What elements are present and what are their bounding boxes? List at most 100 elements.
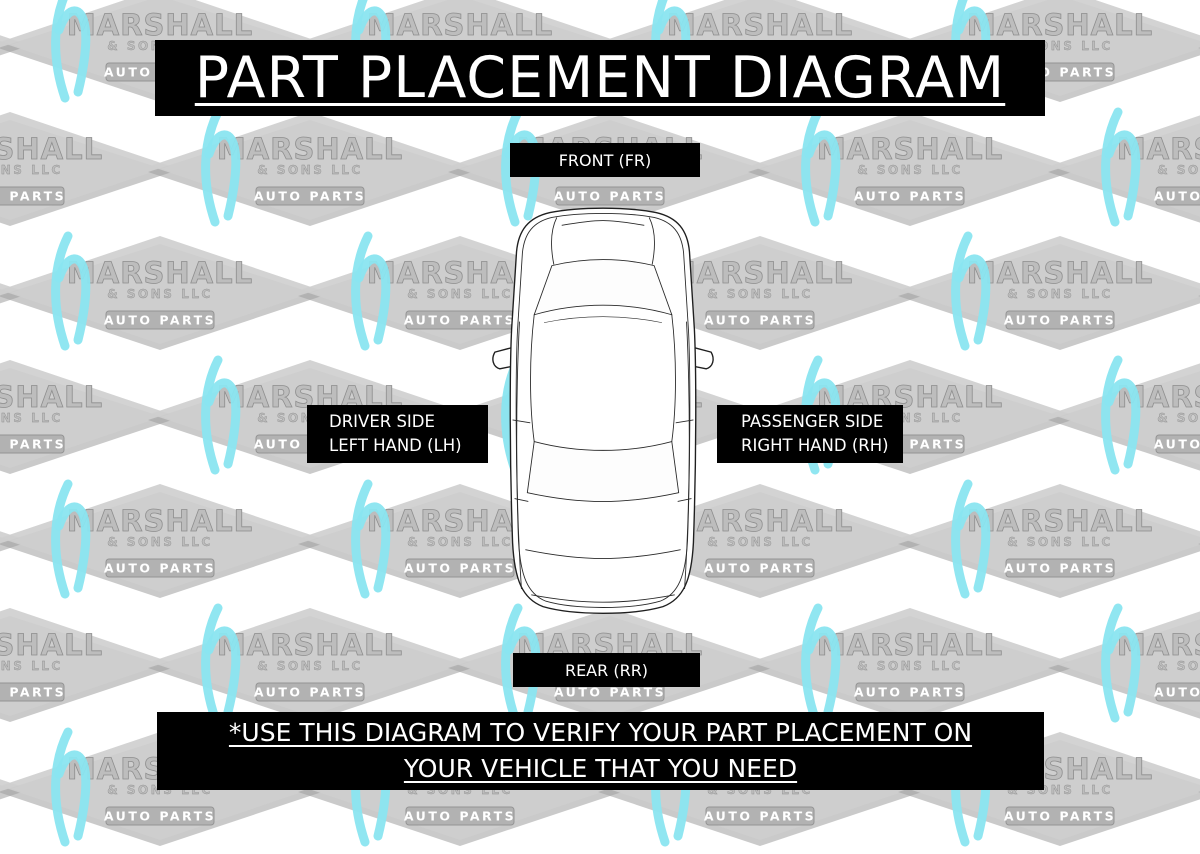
marshall-watermark: MARSHALL & SONS LLC AUTO PARTS bbox=[148, 107, 472, 227]
watermark-bar bbox=[705, 806, 815, 826]
watermark-swoosh-icon bbox=[951, 231, 973, 351]
watermark-swoosh-icon bbox=[504, 626, 541, 717]
watermark-swoosh-icon bbox=[51, 0, 70, 103]
marshall-watermark: MARSHALL & SONS LLC AUTO PARTS bbox=[748, 107, 1072, 227]
watermark-bar-text: AUTO PARTS bbox=[554, 685, 666, 700]
watermark-bar-text: AUTO PARTS bbox=[254, 189, 366, 204]
watermark-brand-text: MARSHALL bbox=[0, 628, 103, 662]
watermark-swoosh-icon bbox=[54, 6, 91, 97]
label-layer: PART PLACEMENT DIAGRAM FRONT (FR) DRIVER… bbox=[155, 40, 1045, 790]
watermark-swoosh-icon bbox=[951, 479, 973, 599]
watermark-swoosh-icon bbox=[1101, 603, 1123, 723]
marshall-watermark: MARSHALL & SONS LLC AUTO PARTS bbox=[748, 603, 1072, 723]
watermark-bar bbox=[1155, 682, 1200, 702]
marshall-watermark: MARSHALL & SONS LLC AUTO PARTS bbox=[148, 603, 472, 723]
watermark-sub-text: & SONS LLC bbox=[707, 287, 812, 301]
title-banner: PART PLACEMENT DIAGRAM bbox=[155, 40, 1045, 116]
watermark-bar bbox=[855, 186, 965, 206]
watermark-bar bbox=[855, 682, 965, 702]
footer-note-line1: *USE THIS DIAGRAM TO VERIFY YOUR PART PL… bbox=[228, 717, 973, 747]
watermark-brand-text: MARSHALL bbox=[817, 132, 1003, 166]
watermark-swoosh-icon bbox=[54, 254, 91, 345]
watermark-brand-text: MARSHALL bbox=[217, 132, 403, 166]
watermark-bar-text: AUTO PARTS bbox=[854, 685, 966, 700]
watermark-swoosh-icon bbox=[501, 107, 523, 227]
driver-label-line1: DRIVER SIDE bbox=[329, 412, 435, 432]
watermark-bar-text: AUTO PARTS bbox=[1004, 561, 1116, 576]
rear-label: REAR (RR) bbox=[513, 653, 700, 687]
watermark-brand-text: MARSHALL bbox=[67, 504, 253, 538]
watermark-swoosh-icon bbox=[354, 254, 391, 345]
watermark-brand-text: MARSHALL bbox=[817, 628, 1003, 662]
watermark-bar bbox=[0, 186, 65, 206]
watermark-brand-text: MARSHALL bbox=[0, 380, 103, 414]
watermark-bar bbox=[105, 310, 215, 330]
watermark-diamond bbox=[900, 732, 1200, 840]
watermark-bar-text: AUTO PARTS bbox=[0, 189, 66, 204]
page-title: PART PLACEMENT DIAGRAM bbox=[194, 45, 1006, 111]
watermark-sub-text: & SONS LLC bbox=[0, 411, 63, 425]
watermark-bar-text: AUTO PARTS bbox=[104, 809, 216, 824]
watermark-swoosh-icon bbox=[801, 107, 823, 227]
watermark-swoosh-icon bbox=[954, 254, 991, 345]
watermark-swoosh-icon bbox=[804, 626, 841, 717]
watermark-bar-text: AUTO PARTS bbox=[704, 809, 816, 824]
watermark-swoosh-icon bbox=[1104, 626, 1141, 717]
watermark-brand-text: MARSHALL bbox=[67, 256, 253, 290]
watermark-swoosh-icon bbox=[501, 603, 523, 723]
watermark-swoosh-icon bbox=[354, 502, 391, 593]
watermark-swoosh-icon bbox=[201, 107, 223, 227]
watermark-bar bbox=[405, 806, 515, 826]
watermark-swoosh-icon bbox=[804, 130, 841, 221]
marshall-watermark: MARSHALL & SONS LLC AUTO PARTS bbox=[0, 608, 172, 722]
watermark-bar-text: AUTO PARTS bbox=[704, 561, 816, 576]
watermark-brand-text: MARSHALL bbox=[367, 8, 553, 42]
watermark-bar-text: AUTO PARTS bbox=[1154, 189, 1200, 204]
passenger-label-line1: PASSENGER SIDE bbox=[741, 412, 884, 432]
watermark-sub-text: & SONS LLC bbox=[1157, 411, 1200, 425]
watermark-sub-text: & SONS LLC bbox=[257, 163, 362, 177]
marshall-watermark: MARSHALL & SONS LLC AUTO PARTS bbox=[0, 479, 322, 599]
watermark-bar bbox=[1155, 434, 1200, 454]
watermark-sub-text: & SONS LLC bbox=[107, 535, 212, 549]
watermark-swoosh-icon bbox=[954, 502, 991, 593]
watermark-sub-text: & SONS LLC bbox=[857, 659, 962, 673]
watermark-swoosh-icon bbox=[1104, 378, 1141, 469]
watermark-bar-text: AUTO PARTS bbox=[0, 437, 66, 452]
driver-side-label: DRIVER SIDE LEFT HAND (LH) bbox=[307, 405, 488, 463]
marshall-watermark: MARSHALL & SONS LLC AUTO PARTS bbox=[1048, 107, 1200, 227]
watermark-bar bbox=[105, 558, 215, 578]
car-top-view-diagram bbox=[492, 207, 714, 614]
marshall-watermark: MARSHALL & SONS LLC AUTO PARTS bbox=[0, 112, 172, 226]
watermark-sub-text: & SONS LLC bbox=[1157, 659, 1200, 673]
watermark-bar bbox=[1005, 310, 1115, 330]
watermark-sub-text: & SONS LLC bbox=[407, 287, 512, 301]
watermark-swoosh-icon bbox=[351, 231, 373, 351]
watermark-sub-text: & SONS LLC bbox=[0, 659, 63, 673]
watermark-bar-text: AUTO PARTS bbox=[104, 561, 216, 576]
marshall-watermark: MARSHALL & SONS LLC AUTO PARTS bbox=[1048, 355, 1200, 475]
marshall-watermark: MARSHALL & SONS LLC AUTO PARTS bbox=[1048, 603, 1200, 723]
watermark-swoosh-icon bbox=[801, 603, 823, 723]
car-left-mirror bbox=[492, 346, 516, 370]
watermark-bar bbox=[705, 558, 815, 578]
watermark-swoosh-icon bbox=[51, 479, 73, 599]
watermark-bar-text: AUTO PARTS bbox=[404, 313, 516, 328]
passenger-side-label: PASSENGER SIDE RIGHT HAND (RH) bbox=[717, 405, 903, 463]
watermark-sub-text: & SONS LLC bbox=[407, 535, 512, 549]
watermark-swoosh-icon bbox=[204, 130, 241, 221]
watermark-swoosh-icon bbox=[351, 479, 373, 599]
watermark-bar bbox=[555, 186, 665, 206]
watermark-bar bbox=[1005, 806, 1115, 826]
watermark-bar-text: AUTO PARTS bbox=[1004, 313, 1116, 328]
front-label: FRONT (FR) bbox=[510, 143, 700, 177]
watermark-swoosh-icon bbox=[54, 502, 91, 593]
watermark-sub-text: & SONS LLC bbox=[1157, 163, 1200, 177]
watermark-bar-text: AUTO PARTS bbox=[854, 189, 966, 204]
watermark-sub-text: & SONS LLC bbox=[1007, 287, 1112, 301]
car-right-mirror bbox=[690, 346, 714, 370]
watermark-bar-text: AUTO PARTS bbox=[404, 809, 516, 824]
watermark-brand-text: MARSHALL bbox=[967, 8, 1153, 42]
watermark-swoosh-icon bbox=[204, 626, 241, 717]
marshall-watermark: MARSHALL & SONS LLC AUTO PARTS bbox=[898, 231, 1200, 351]
